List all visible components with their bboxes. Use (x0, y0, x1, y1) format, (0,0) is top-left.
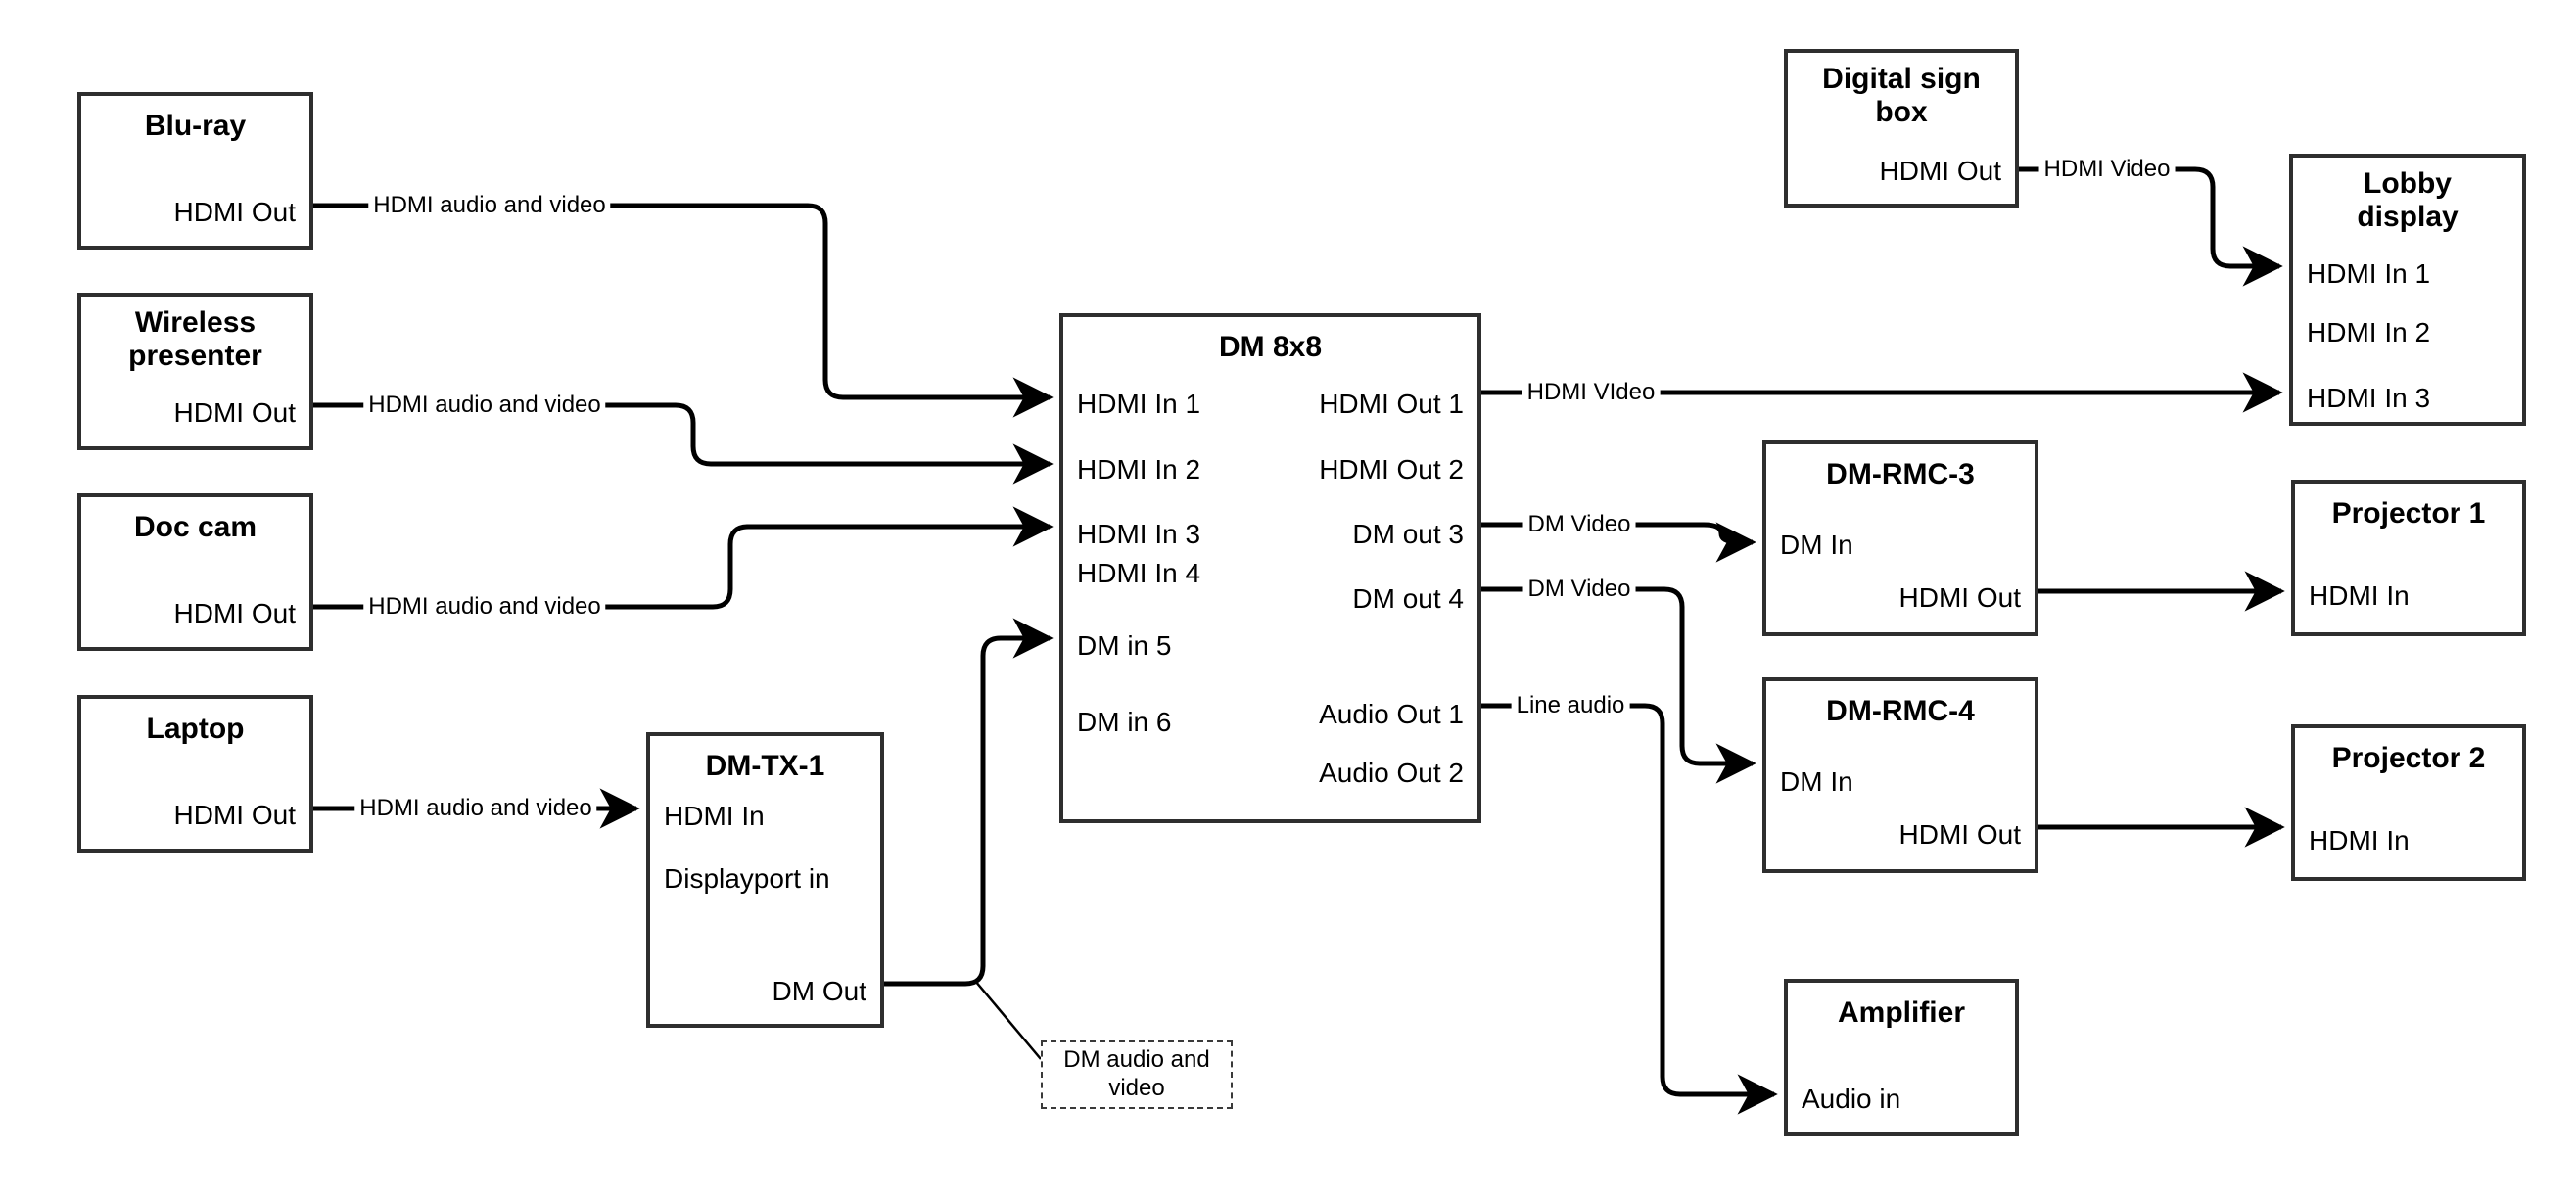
node-title: Wireless presenter (128, 306, 262, 372)
wire-dm-out-3-to-rmc3 (1481, 522, 1756, 563)
port-dm-out-3[interactable]: DM out 3 (1352, 519, 1464, 549)
port-dm-in[interactable]: DM In (1780, 530, 1853, 560)
wire-doccam-to-hdmi-in-3 (313, 506, 1054, 610)
node-dm-tx-1[interactable]: DM-TX-1 HDMI In Displayport in DM Out (646, 732, 884, 1028)
port-hdmi-out[interactable]: HDMI Out (173, 598, 296, 628)
edge-label-audio-out-1-to-amplifier: Line audio (1511, 694, 1630, 717)
node-dm-rmc-4[interactable]: DM-RMC-4 DM In HDMI Out (1762, 677, 2038, 873)
callout-leader-line (974, 980, 1042, 1060)
port-hdmi-out-1[interactable]: HDMI Out 1 (1319, 389, 1464, 419)
node-title: Doc cam (133, 511, 258, 543)
port-dm-in-6[interactable]: DM in 6 (1077, 707, 1172, 737)
port-dm-in-5[interactable]: DM in 5 (1077, 630, 1172, 661)
port-dm-out[interactable]: DM Out (772, 976, 866, 1006)
node-dm-rmc-3[interactable]: DM-RMC-3 DM In HDMI Out (1762, 440, 2038, 636)
wire-sign-to-lobby (2019, 166, 2283, 287)
port-audio-out-1[interactable]: Audio Out 1 (1319, 699, 1464, 729)
node-title: Laptop (146, 713, 245, 745)
port-hdmi-out[interactable]: HDMI Out (173, 800, 296, 830)
port-hdmi-in[interactable]: HDMI In (664, 801, 765, 831)
node-title: Projector 1 (2331, 497, 2486, 530)
node-title: Lobby display (2357, 167, 2459, 233)
port-displayport-in[interactable]: Displayport in (664, 863, 830, 894)
wire-bluray-to-hdmi-in-1 (313, 203, 1054, 418)
port-hdmi-out[interactable]: HDMI Out (1898, 582, 2021, 613)
node-laptop[interactable]: Laptop HDMI Out (77, 695, 313, 853)
port-hdmi-in[interactable]: HDMI In (2309, 825, 2410, 855)
edge-label-doccam-to-in3: HDMI audio and video (363, 595, 606, 619)
node-wireless-presenter[interactable]: Wireless presenter HDMI Out (77, 293, 313, 450)
wire-audio-out-1-to-amplifier (1481, 703, 1778, 1115)
node-title: DM 8x8 (1218, 331, 1323, 363)
node-title: DM-RMC-4 (1826, 695, 1975, 727)
wire-dmtx1-to-dm-in-5 (884, 618, 1054, 987)
port-hdmi-in-2[interactable]: HDMI In 2 (1077, 454, 1201, 485)
node-lobby-display[interactable]: Lobby display HDMI In 1 HDMI In 2 HDMI I… (2289, 154, 2526, 426)
node-title: DM-TX-1 (705, 750, 825, 782)
node-dm-8x8[interactable]: DM 8x8 HDMI In 1 HDMI In 2 HDMI In 3 HDM… (1059, 313, 1481, 823)
port-hdmi-in-3[interactable]: HDMI In 3 (2307, 383, 2431, 413)
port-hdmi-out[interactable]: HDMI Out (1898, 819, 2021, 850)
port-hdmi-out[interactable]: HDMI Out (173, 197, 296, 227)
edge-label-hdmi-out-1-to-lobby: HDMI VIdeo (1522, 381, 1661, 404)
node-digital-sign-box[interactable]: Digital sign box HDMI Out (1784, 49, 2019, 208)
node-amplifier[interactable]: Amplifier Audio in (1784, 979, 2019, 1136)
node-title: Blu-ray (144, 110, 247, 142)
edge-label-sign-to-lobby: HDMI Video (2038, 158, 2176, 181)
port-hdmi-in-2[interactable]: HDMI In 2 (2307, 317, 2431, 347)
port-hdmi-in-3[interactable]: HDMI In 3 (1077, 519, 1201, 549)
node-projector-2[interactable]: Projector 2 HDMI In (2291, 724, 2526, 881)
node-title: DM-RMC-3 (1826, 458, 1975, 490)
port-hdmi-in-1[interactable]: HDMI In 1 (1077, 389, 1201, 419)
node-bluray[interactable]: Blu-ray HDMI Out (77, 92, 313, 250)
port-hdmi-out-2[interactable]: HDMI Out 2 (1319, 454, 1464, 485)
port-dm-out-4[interactable]: DM out 4 (1352, 583, 1464, 614)
node-doc-cam[interactable]: Doc cam HDMI Out (77, 493, 313, 651)
edge-label-bluray-to-in1: HDMI audio and video (368, 194, 611, 217)
wire-wireless-to-hdmi-in-2 (313, 402, 1054, 485)
port-audio-out-2[interactable]: Audio Out 2 (1319, 758, 1464, 788)
edge-label-laptop-to-dmtx1: HDMI audio and video (354, 797, 597, 820)
node-projector-1[interactable]: Projector 1 HDMI In (2291, 480, 2526, 636)
wire-dm-out-4-to-rmc4 (1481, 586, 1756, 784)
port-hdmi-in[interactable]: HDMI In (2309, 580, 2410, 611)
edge-label-dm-out-3-to-rmc3: DM Video (1522, 513, 1636, 536)
port-hdmi-in-4[interactable]: HDMI In 4 (1077, 558, 1201, 588)
node-title: Amplifier (1837, 996, 1966, 1029)
port-hdmi-in-1[interactable]: HDMI In 1 (2307, 258, 2431, 289)
node-title: Digital sign box (1822, 63, 1981, 128)
edge-label-wireless-to-in2: HDMI audio and video (363, 393, 606, 417)
edge-label-dm-out-4-to-rmc4: DM Video (1522, 577, 1636, 601)
port-hdmi-out[interactable]: HDMI Out (173, 397, 296, 428)
port-hdmi-out[interactable]: HDMI Out (1879, 156, 2001, 186)
node-title: Projector 2 (2331, 742, 2486, 774)
port-audio-in[interactable]: Audio in (1802, 1084, 1901, 1114)
port-dm-in[interactable]: DM In (1780, 766, 1853, 797)
callout-dm-audio-and-video: DM audio and video (1041, 1040, 1233, 1109)
